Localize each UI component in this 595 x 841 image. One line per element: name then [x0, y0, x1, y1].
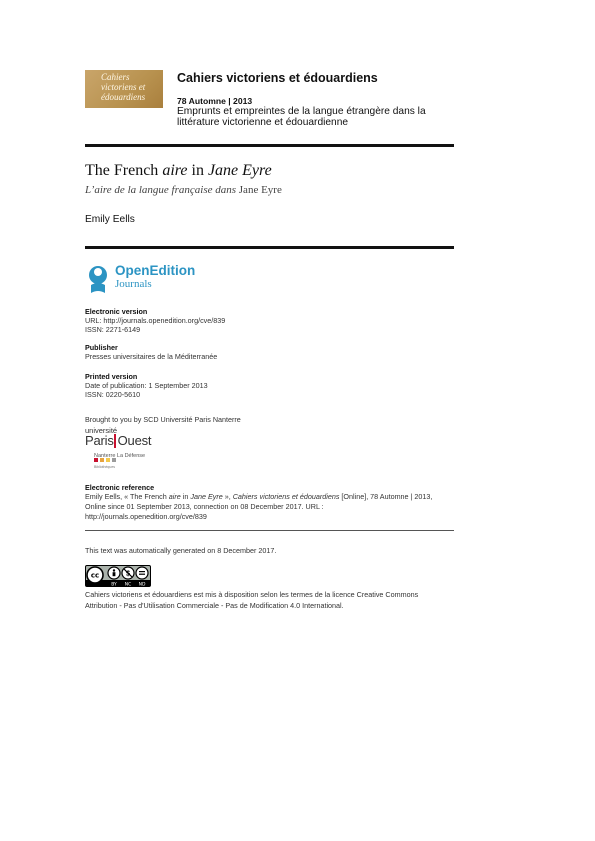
ref-part: [Online], 78 Automne | 2013, Online sinc…: [85, 492, 433, 521]
generated-note: This text was automatically generated on…: [85, 546, 277, 555]
article-title-text: The French: [85, 162, 163, 179]
paris-ouest-separator: [114, 434, 116, 448]
paris-ouest-dot: [106, 458, 110, 462]
issue-title: Emprunts et empreintes de la langue étra…: [177, 106, 426, 128]
subtitle-italic: L’aire de la langue française dans: [85, 184, 239, 196]
article-title: The French aire in Jane Eyre: [85, 162, 272, 180]
paris-ouest-paris: Paris: [85, 433, 114, 448]
paris-ouest-dot: [94, 458, 98, 462]
printed-version-label: Printed version: [85, 372, 138, 381]
paris-ouest-dots: [94, 449, 118, 462]
cc-label: NC: [125, 581, 132, 587]
printed-issn: ISSN: 0220-5610: [85, 390, 141, 399]
article-title-italic: aire: [162, 162, 188, 179]
divider: [85, 144, 454, 147]
cc-label: BY: [111, 581, 117, 587]
publisher-label: Publisher: [85, 343, 118, 352]
openedition-name: OpenEdition: [115, 263, 196, 278]
article-subtitle: L’aire de la langue française dans Jane …: [85, 184, 282, 196]
ref-part: in: [180, 492, 191, 501]
electronic-reference-label: Electronic reference: [85, 483, 155, 492]
article-title-italic: Jane Eyre: [207, 162, 272, 179]
ref-italic: aire: [168, 492, 181, 501]
journal-title: Cahiers victoriens et édouardiens: [177, 71, 378, 85]
paris-ouest-ouest: Ouest: [117, 433, 152, 448]
journal-logo-line: édouardiens: [101, 92, 146, 102]
cc-label: ND: [139, 581, 146, 587]
journal-logo-line: victoriens et: [101, 82, 146, 92]
electronic-issn: ISSN: 2271-6149: [85, 325, 141, 334]
openedition-sub: Journals: [115, 278, 152, 290]
creative-commons-icon: cc $ BY NC ND: [85, 565, 151, 587]
publisher-value: Presses universitaires de la Méditerrané…: [85, 352, 218, 361]
article-title-text: in: [187, 162, 208, 179]
ref-part: »,: [222, 492, 233, 501]
divider: [85, 530, 454, 531]
electronic-version-label: Electronic version: [85, 307, 148, 316]
ref-italic: Cahiers victoriens et édouardiens: [232, 492, 340, 501]
openedition-icon: [89, 266, 107, 293]
ref-italic: Jane Eyre: [190, 492, 223, 501]
divider: [85, 246, 454, 249]
journal-logo: Cahiers victoriens et édouardiens: [85, 70, 163, 108]
author-name: Emily Eells: [85, 214, 135, 225]
paris-ouest-sub2: Bibliothèques: [94, 465, 116, 469]
paris-ouest-dot: [100, 458, 104, 462]
license-text: Cahiers victoriens et édouardiens est mi…: [85, 590, 419, 610]
paris-ouest-dot: [112, 458, 116, 462]
paris-ouest-sub: Nanterre La Défense: [94, 453, 146, 459]
electronic-reference-text: Emily Eells, « The French aire in Jane E…: [85, 492, 445, 522]
brought-by: Brought to you by SCD Université Paris N…: [85, 415, 241, 424]
journal-logo-line: Cahiers: [101, 72, 130, 82]
printed-date: Date of publication: 1 September 2013: [85, 381, 208, 390]
subtitle-roman: Jane Eyre: [238, 184, 282, 196]
paris-ouest-univ: université: [85, 426, 118, 435]
electronic-url[interactable]: URL: http://journals.openedition.org/cve…: [85, 316, 226, 325]
svg-text:cc: cc: [91, 572, 99, 580]
ref-part: Emily Eells, « The French: [85, 492, 169, 501]
issue-number: 78 Automne | 2013: [177, 96, 253, 106]
